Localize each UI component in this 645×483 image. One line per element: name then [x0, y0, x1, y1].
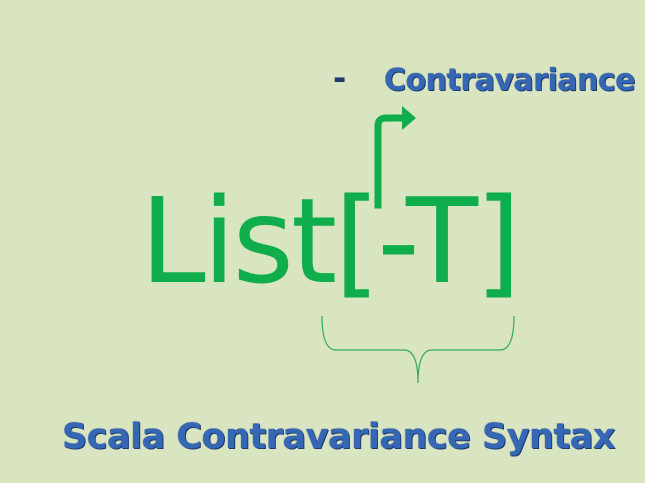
annotation-minus-sign: -	[333, 59, 347, 97]
annotation-label: Contravariance	[384, 63, 635, 98]
curly-brace-icon	[321, 315, 515, 384]
elbow-arrow-icon	[374, 114, 409, 209]
diagram-caption: Scala Contravariance Syntax	[62, 417, 615, 457]
syntax-expression: List[-T]	[140, 172, 521, 310]
arrowhead-icon	[402, 106, 416, 130]
